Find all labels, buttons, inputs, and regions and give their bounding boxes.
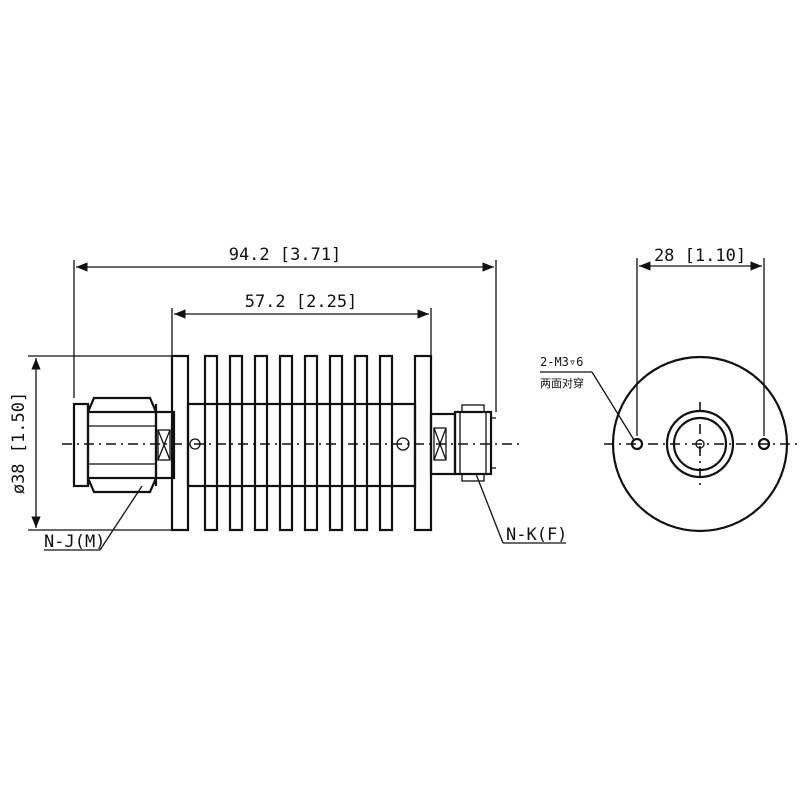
diameter-label: ø38 [1.50] xyxy=(9,392,29,494)
right-connector-label: N-K(F) xyxy=(506,525,567,545)
diameter-dimension: ø38 [1.50] xyxy=(9,355,172,531)
mount-hole-note: 两面对穿 xyxy=(540,376,584,390)
mount-spacing-label: 28 [1.10] xyxy=(654,246,746,266)
body-length-label: 57.2 [2.25] xyxy=(245,292,358,312)
right-connector-n-k-female xyxy=(429,404,496,482)
mount-spacing-dimension: 28 [1.10] xyxy=(636,246,765,436)
left-connector-label: N-J(M) xyxy=(44,532,105,552)
mount-hole-label: 2-M3▿6 xyxy=(540,355,583,369)
left-connector-n-j-male xyxy=(72,396,176,494)
left-connector-leader: N-J(M) xyxy=(44,485,143,552)
right-connector-leader: N-K(F) xyxy=(475,473,567,545)
heatsink-body xyxy=(170,354,433,532)
body-length-dimension: 57.2 [2.25] xyxy=(171,292,432,356)
side-view: 94.2 [3.71] 57.2 [2.25] ø38 [1.50] N-J(M… xyxy=(9,245,567,552)
end-view: 28 [1.10] 2-M3▿6 两面对穿 xyxy=(540,246,798,533)
overall-length-label: 94.2 [3.71] xyxy=(229,245,342,265)
overall-length-dimension: 94.2 [3.71] xyxy=(73,245,497,412)
mount-hole-leader: 2-M3▿6 两面对穿 xyxy=(540,355,635,441)
